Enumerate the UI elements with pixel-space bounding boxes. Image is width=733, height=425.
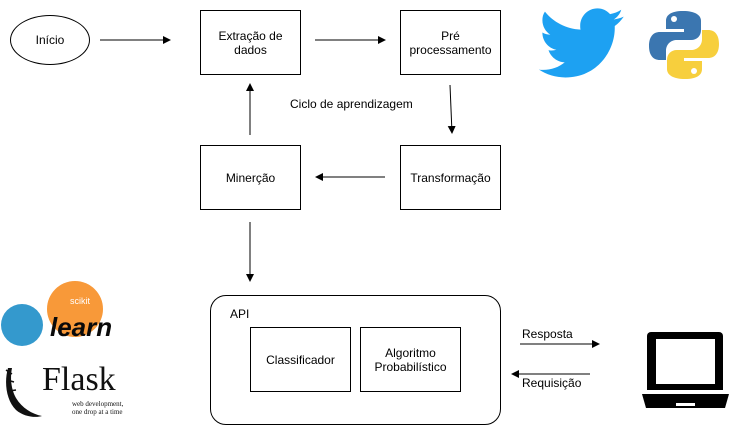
label-resposta: Resposta: [522, 327, 573, 341]
scikit-learn-logo: scikit learn: [1, 281, 112, 346]
label-requisicao: Requisição: [522, 376, 582, 390]
flask-logo: Flask web development, one drop at a tim…: [2, 361, 140, 422]
flask-tagline-1: web development,: [72, 400, 124, 408]
twitter-icon: [538, 8, 624, 78]
api-label: API: [230, 307, 250, 321]
node-mineracao: Minerção: [200, 145, 301, 210]
node-pre-processamento: Pré processamento: [400, 10, 501, 75]
flask-tagline-2: one drop at a time: [72, 408, 123, 416]
svg-text:scikit: scikit: [70, 296, 90, 306]
node-transformacao: Transformação: [400, 145, 501, 210]
arrow-pre-transformacao: [447, 84, 456, 134]
flask-horn-icon: [5, 368, 43, 417]
python-icon: [649, 11, 719, 79]
node-algoritmo-probabilistico: Algoritmo Probabilístico: [360, 327, 461, 392]
node-inicio: Início: [10, 15, 90, 65]
node-extracao-de-dados: Extração de dados: [200, 10, 301, 75]
laptop-icon: [642, 332, 729, 408]
node-classificador: Classificador: [250, 327, 351, 392]
svg-text:learn: learn: [50, 312, 112, 342]
label-ciclo-de-aprendizagem: Ciclo de aprendizagem: [290, 97, 413, 111]
flask-title: Flask: [42, 361, 116, 398]
